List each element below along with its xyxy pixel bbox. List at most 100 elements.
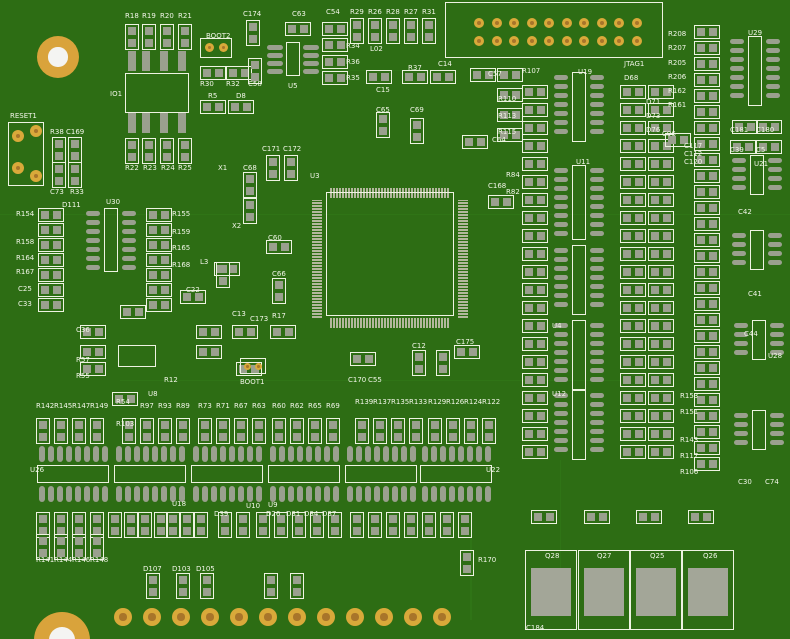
pad bbox=[275, 433, 283, 441]
silkscreen-label-u8: U8 bbox=[148, 390, 158, 398]
pad bbox=[709, 428, 717, 436]
silkscreen-label-c54: C54 bbox=[326, 8, 340, 16]
pad bbox=[39, 527, 47, 535]
pad bbox=[623, 106, 631, 114]
smd-footprint bbox=[694, 457, 720, 471]
silkscreen-label-c5: C5 bbox=[756, 146, 766, 154]
pad bbox=[313, 515, 321, 523]
smd-footprint bbox=[404, 18, 418, 44]
pad bbox=[365, 446, 371, 462]
ic-package bbox=[345, 465, 417, 483]
pad bbox=[246, 201, 254, 209]
through-hole-pad bbox=[12, 130, 24, 142]
smd-footprint bbox=[648, 247, 674, 261]
transistor-outline bbox=[630, 550, 682, 630]
smd-footprint bbox=[243, 172, 257, 198]
pad bbox=[193, 486, 199, 502]
silkscreen-label-c180: C180 bbox=[756, 126, 775, 134]
pad bbox=[443, 527, 451, 535]
pad bbox=[709, 204, 717, 212]
pad bbox=[127, 515, 135, 523]
pad bbox=[259, 527, 267, 535]
ic-package bbox=[752, 410, 766, 450]
pad bbox=[734, 413, 748, 418]
pad bbox=[512, 131, 520, 139]
pad bbox=[145, 153, 153, 161]
pad bbox=[57, 421, 65, 429]
silkscreen-label-c57: C57 bbox=[488, 70, 502, 78]
silkscreen-label-q25: Q25 bbox=[650, 552, 665, 560]
smd-footprint bbox=[350, 18, 364, 44]
pad bbox=[238, 486, 244, 502]
pad bbox=[275, 281, 283, 289]
silkscreen-label-q27: Q27 bbox=[597, 552, 612, 560]
silkscreen-label-r34: R34 bbox=[346, 42, 360, 50]
smd-footprint bbox=[125, 138, 139, 164]
pad bbox=[709, 268, 717, 276]
silkscreen-label-r107: R107 bbox=[522, 67, 541, 75]
silkscreen-label-r12: R12 bbox=[164, 376, 178, 384]
pad bbox=[330, 188, 450, 198]
pad bbox=[537, 106, 545, 114]
smd-footprint bbox=[176, 573, 190, 599]
pad bbox=[554, 222, 568, 227]
through-hole-pad bbox=[433, 608, 451, 626]
pad bbox=[537, 340, 545, 348]
smd-footprint bbox=[694, 153, 720, 167]
silkscreen-label-r208: R208 bbox=[668, 30, 687, 38]
smd-footprint bbox=[522, 301, 548, 315]
silkscreen-label-c170: C170 bbox=[348, 376, 367, 384]
smd-footprint bbox=[246, 20, 260, 46]
pad bbox=[732, 251, 746, 256]
smd-footprint bbox=[648, 193, 674, 207]
smd-footprint bbox=[694, 57, 720, 71]
pad bbox=[170, 446, 176, 462]
pad bbox=[554, 393, 568, 398]
pad bbox=[590, 411, 604, 416]
smd-footprint bbox=[522, 355, 548, 369]
pad bbox=[554, 102, 568, 107]
pad bbox=[122, 247, 136, 252]
pad bbox=[730, 84, 744, 89]
pad bbox=[537, 376, 545, 384]
pad bbox=[181, 27, 189, 35]
pad bbox=[449, 433, 457, 441]
pad bbox=[221, 515, 229, 523]
pad bbox=[353, 33, 361, 41]
pad bbox=[709, 396, 717, 404]
smd-footprint bbox=[730, 140, 756, 154]
pad bbox=[554, 120, 568, 125]
pad bbox=[259, 515, 267, 523]
pad bbox=[469, 348, 477, 356]
silkscreen-label-r124: R124 bbox=[464, 398, 483, 406]
smd-footprint bbox=[620, 373, 646, 387]
silkscreen-label-u9: U9 bbox=[268, 501, 278, 509]
smd-footprint bbox=[694, 169, 720, 183]
pad bbox=[554, 368, 568, 373]
pad bbox=[554, 284, 568, 289]
pad bbox=[160, 51, 168, 71]
pad bbox=[770, 413, 784, 418]
pad bbox=[270, 486, 276, 502]
pad bbox=[525, 88, 533, 96]
smd-footprint bbox=[122, 418, 136, 444]
pad bbox=[651, 88, 659, 96]
pad bbox=[651, 214, 659, 222]
pad bbox=[732, 176, 746, 181]
smd-footprint bbox=[80, 325, 106, 339]
pad bbox=[525, 142, 533, 150]
silkscreen-label-c58: C58 bbox=[248, 80, 262, 88]
smd-footprint bbox=[270, 325, 296, 339]
pad bbox=[623, 430, 631, 438]
pad bbox=[201, 433, 209, 441]
pad bbox=[651, 178, 659, 186]
pad bbox=[55, 165, 63, 173]
smd-footprint bbox=[620, 283, 646, 297]
pad bbox=[66, 486, 72, 502]
pad bbox=[709, 172, 717, 180]
pad bbox=[554, 323, 568, 328]
pad bbox=[199, 328, 207, 336]
smd-footprint bbox=[620, 247, 646, 261]
pad bbox=[537, 124, 545, 132]
pad bbox=[651, 286, 659, 294]
